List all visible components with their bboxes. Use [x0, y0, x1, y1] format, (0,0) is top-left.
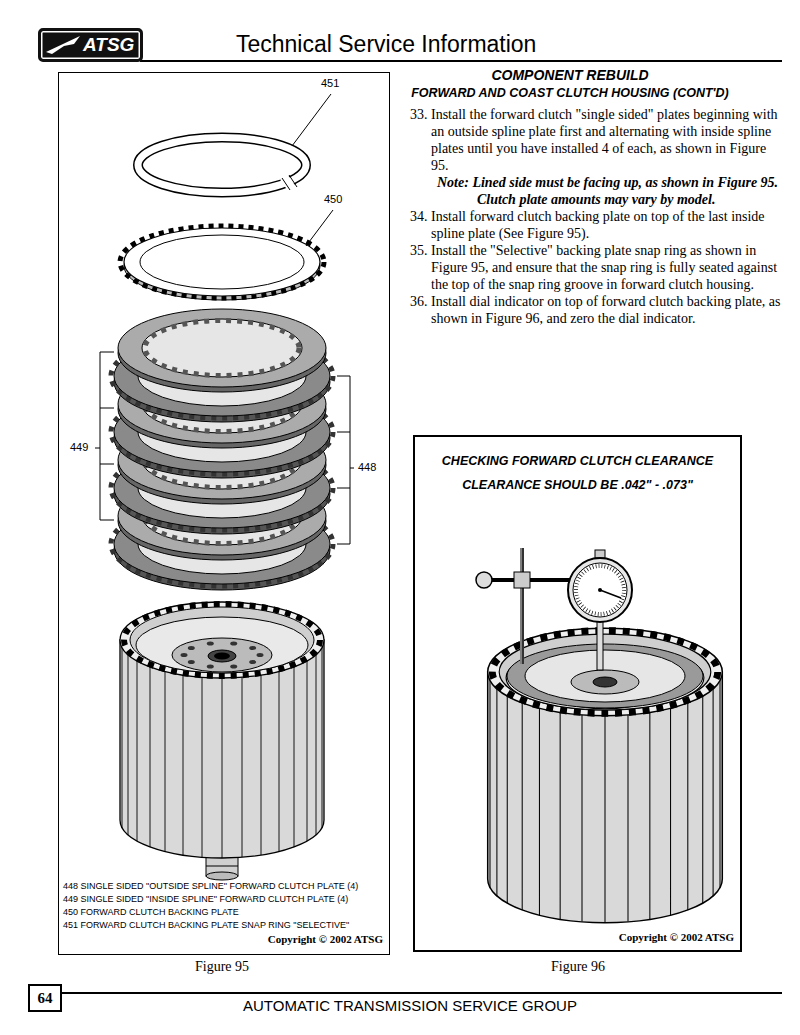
backing-plate [140, 235, 304, 289]
snap-ring [138, 138, 306, 193]
dial-indicator [600, 590, 621, 598]
snap-ring [282, 178, 290, 190]
dial-indicator [476, 548, 632, 670]
bracket [337, 376, 354, 544]
callout-number: 449 [70, 441, 88, 454]
callout-number: 451 [321, 77, 339, 90]
logo-icon [46, 36, 80, 54]
clutch-housing [488, 628, 723, 922]
dial-indicator [573, 563, 627, 617]
instruction-step: 34. Install forward clutch backing plate… [410, 208, 782, 242]
parts-list-item: 448 SINGLE SIDED "OUTSIDE SPLINE" FORWAR… [63, 881, 358, 892]
backing-plate [124, 228, 320, 296]
parts-list-item: 450 FORWARD CLUTCH BACKING PLATE [63, 907, 239, 918]
snap-ring [138, 138, 306, 193]
leader-line [292, 94, 331, 146]
page-number: 64 [38, 989, 53, 1007]
installed-clutch-pack [571, 670, 639, 694]
page-title: Technical Service Information [236, 30, 536, 58]
logo-badge: ATSG [38, 28, 143, 62]
dial-indicator [568, 558, 632, 622]
installed-clutch-pack [507, 644, 703, 708]
instruction-column: 33. Install the forward clutch "single s… [410, 106, 782, 327]
figure-caption: Figure 95 [195, 958, 249, 975]
figure-frame: CHECKING FORWARD CLUTCH CLEARANCE CLEARAN… [413, 435, 742, 952]
dial-indicator [514, 572, 530, 588]
backing-plate [120, 226, 324, 300]
dial-indicator [521, 548, 522, 664]
snap-ring [138, 138, 306, 193]
footer-text: AUTOMATIC TRANSMISSION SERVICE GROUP [243, 996, 577, 1015]
dial-indicator [476, 572, 492, 588]
instruction-step: 36. Install dial indicator on top of for… [410, 293, 782, 327]
parts-list-item: 449 SINGLE SIDED "INSIDE SPLINE" FORWARD… [63, 894, 348, 905]
snap-ring [289, 175, 297, 187]
clutch-pack [118, 309, 326, 392]
dial-indicator [576, 566, 624, 614]
shaft [206, 872, 238, 880]
installed-clutch-pack [507, 644, 703, 708]
page-number-box: 64 [28, 984, 62, 1012]
header-rule [140, 60, 782, 62]
logo-text: ATSG [83, 33, 134, 57]
section-subheading: FORWARD AND COAST CLUTCH HOUSING (CONT'D… [411, 85, 729, 101]
note-text: Note: Lined side must be facing up, as s… [437, 174, 782, 208]
leader-line [306, 210, 333, 246]
footer-rule [62, 992, 782, 994]
instruction-step: 35. Install the "Selective" backing plat… [410, 242, 782, 293]
installed-clutch-pack [525, 650, 685, 702]
bracket [95, 352, 114, 520]
installed-clutch-pack [593, 677, 617, 687]
dial-indicator [598, 588, 602, 592]
snap-ring [280, 175, 297, 193]
clutch-housing [120, 602, 324, 858]
copyright-note: Copyright © 2002 ATSG [268, 933, 383, 946]
callout-number: 450 [324, 193, 342, 206]
figure-heading: CLEARANCE SHOULD BE .042" - .073" [462, 477, 693, 493]
dial-indicator [520, 548, 524, 664]
figure-caption: Figure 96 [551, 958, 605, 975]
backing-plate [120, 226, 324, 298]
clutch-pack [111, 309, 333, 590]
dial-indicator [595, 550, 605, 558]
parts-list-item: 451 FORWARD CLUTCH BACKING PLATE SNAP RI… [63, 920, 349, 931]
callout-number: 448 [358, 461, 376, 474]
dial-indicator [597, 620, 603, 670]
section-heading: COMPONENT REBUILD [491, 67, 648, 84]
copyright-note: Copyright © 2002 ATSG [619, 931, 734, 944]
figure-heading: CHECKING FORWARD CLUTCH CLEARANCE [442, 453, 713, 469]
logo-icon [44, 34, 82, 56]
instruction-step: 33. Install the forward clutch "single s… [410, 106, 782, 174]
